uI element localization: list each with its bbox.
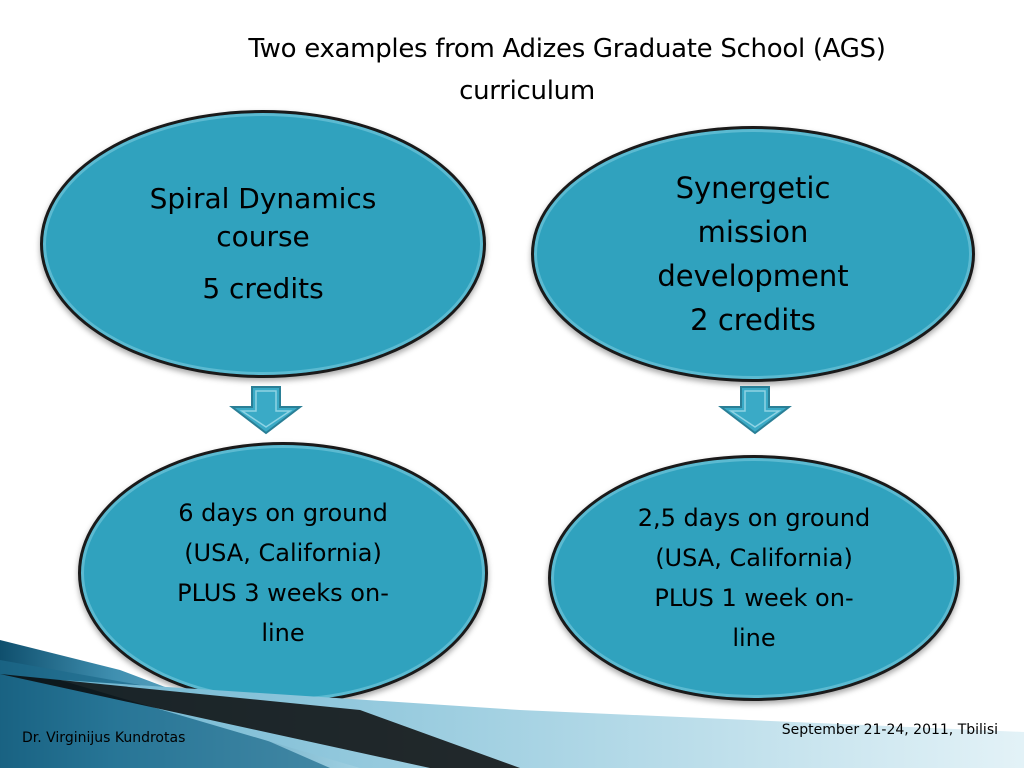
down-arrow-icon [229, 386, 303, 435]
detail-line: (USA, California) [655, 544, 853, 572]
slide-title: Two examples from Adizes Graduate School… [0, 28, 1024, 112]
course-name-line: Spiral Dynamics [149, 182, 377, 215]
detail-line: 6 days on ground [178, 499, 388, 527]
course-name-line: course [216, 220, 310, 253]
detail-line: PLUS 3 weeks on- [177, 579, 389, 607]
course-name-line: development [657, 259, 849, 293]
detail-line: line [732, 624, 776, 652]
detail-line: 2,5 days on ground [637, 504, 871, 532]
detail-line: line [261, 619, 305, 647]
decorative-swoosh [0, 640, 1024, 768]
detail-line: PLUS 1 week on- [654, 584, 854, 612]
course-detail-ellipse-spiral-dynamics: 6 days on ground (USA, California) PLUS … [78, 442, 488, 704]
course-ellipse-spiral-dynamics: Spiral Dynamics course 5 credits [40, 110, 486, 378]
course-name-line: Synergetic [675, 171, 831, 205]
course-detail-ellipse-synergetic-mission: 2,5 days on ground (USA, California) PLU… [548, 455, 960, 701]
title-line-1: Two examples from Adizes Graduate School… [248, 34, 886, 64]
course-credits: 5 credits [202, 272, 324, 305]
title-line-2: curriculum [459, 76, 595, 106]
down-arrow-icon [718, 386, 792, 435]
footer-author: Dr. Virginijus Kundrotas [22, 730, 186, 746]
footer-date-place: September 21-24, 2011, Tbilisi [781, 722, 998, 738]
detail-line: (USA, California) [184, 539, 382, 567]
course-ellipse-synergetic-mission: Synergetic mission development 2 credits [531, 126, 975, 382]
course-credits: 2 credits [690, 303, 816, 337]
course-name-line: mission [697, 215, 809, 249]
